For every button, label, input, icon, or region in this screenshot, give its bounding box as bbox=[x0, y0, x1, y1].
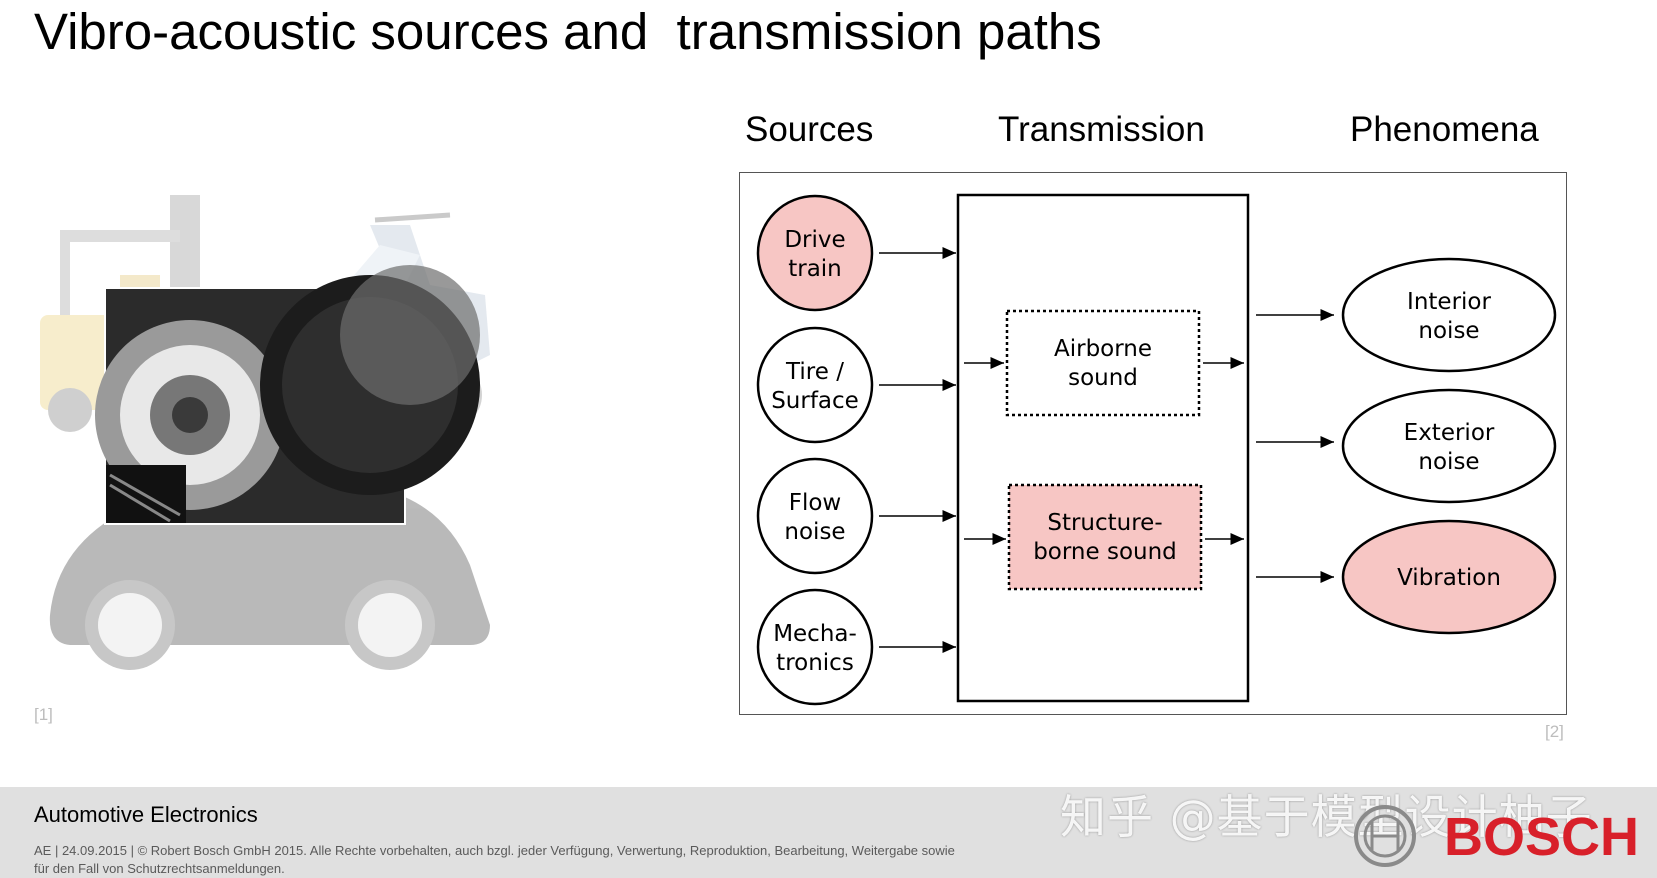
phenomenon-label-line1: Vibration bbox=[1397, 565, 1501, 591]
transmission-label-line1: Airborne bbox=[1054, 336, 1152, 362]
footer-legal-line1: AE | 24.09.2015 | © Robert Bosch GmbH 20… bbox=[34, 843, 955, 858]
phenomenon-label-line2: noise bbox=[1418, 318, 1479, 344]
phenomenon-vibration: Vibration bbox=[1341, 519, 1557, 635]
source-label-line1: Drive bbox=[784, 227, 845, 253]
diagram-frame: Drive train Tire / Surface Flow noise Me… bbox=[739, 172, 1567, 715]
transmission-structure-borne-sound: Structure- borne sound bbox=[1007, 483, 1203, 591]
source-label-line1: Flow bbox=[789, 490, 842, 516]
transmission-label-line1: Structure- bbox=[1047, 510, 1162, 536]
vehicles-gears-illustration bbox=[30, 185, 530, 705]
slide-title: Vibro-acoustic sources and transmission … bbox=[34, 3, 1102, 60]
flow-diagram: Drive train Tire / Surface Flow noise Me… bbox=[756, 193, 1557, 706]
phenomenon-label-line1: Interior bbox=[1407, 289, 1491, 315]
footer-legal-line2: für den Fall von Schutzrechtsanmeldungen… bbox=[34, 861, 285, 876]
column-header-transmission: Transmission bbox=[998, 110, 1205, 149]
figure-reference-2: [2] bbox=[1545, 722, 1564, 741]
bosch-logo: BOSCH bbox=[1444, 807, 1640, 867]
transmission-label-line2: borne sound bbox=[1033, 539, 1177, 565]
phenomenon-exterior-noise: Exterior noise bbox=[1341, 388, 1557, 504]
footer-title: Automotive Electronics bbox=[34, 802, 258, 827]
transmission-box bbox=[956, 193, 1250, 703]
figure-reference-1: [1] bbox=[34, 705, 53, 724]
bosch-armature-icon bbox=[1354, 805, 1416, 867]
source-drive-train: Drive train bbox=[756, 194, 874, 312]
phenomenon-label-line2: noise bbox=[1418, 449, 1479, 475]
transmission-airborne-sound: Airborne sound bbox=[1005, 309, 1201, 417]
footer: Automotive Electronics AE | 24.09.2015 |… bbox=[0, 787, 1657, 878]
source-label-line2: train bbox=[788, 256, 842, 282]
phenomenon-label-line1: Exterior bbox=[1404, 420, 1495, 446]
source-label-line1: Mecha- bbox=[773, 621, 857, 647]
vehicles-image bbox=[40, 195, 490, 670]
watermark: 知乎 @基于模型设计柚子 bbox=[1060, 790, 1593, 844]
phenomenon-interior-noise: Interior noise bbox=[1341, 257, 1557, 373]
source-label-line2: tronics bbox=[776, 650, 854, 676]
footer-legal: AE | 24.09.2015 | © Robert Bosch GmbH 20… bbox=[34, 842, 1054, 878]
source-label-line1: Tire / bbox=[785, 359, 844, 385]
source-tire-surface: Tire / Surface bbox=[756, 326, 874, 444]
column-header-phenomena: Phenomena bbox=[1350, 110, 1539, 149]
source-mechatronics: Mecha- tronics bbox=[756, 588, 874, 706]
source-label-line2: Surface bbox=[771, 388, 859, 414]
source-flow-noise: Flow noise bbox=[756, 457, 874, 575]
transmission-label-line2: sound bbox=[1068, 365, 1138, 391]
source-label-line2: noise bbox=[784, 519, 845, 545]
column-header-sources: Sources bbox=[745, 110, 874, 149]
